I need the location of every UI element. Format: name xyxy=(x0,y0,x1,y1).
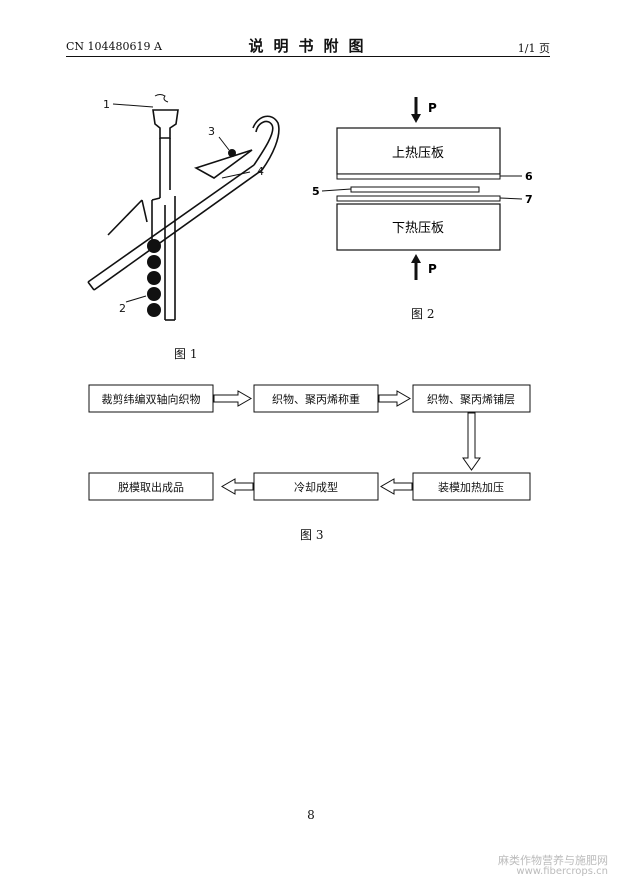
flow-step-1 xyxy=(88,384,214,413)
figure-3-flowchart xyxy=(88,384,531,501)
figure-1-drawing xyxy=(87,94,280,321)
flow-step-5-label: 冷却成型 xyxy=(294,480,338,494)
ball xyxy=(147,239,161,253)
pressure-label-bottom: P xyxy=(428,262,437,276)
left-wall xyxy=(107,199,143,236)
ball xyxy=(147,271,161,285)
figure-2-caption: 图 2 xyxy=(411,307,435,321)
pressure-label-top: P xyxy=(428,101,437,115)
wedge xyxy=(193,149,253,179)
flow-arrow-3-4 xyxy=(462,412,481,471)
watermark-url: www.fibercrops.cn xyxy=(516,866,608,877)
page-number: 8 xyxy=(307,808,315,822)
leader-line-5 xyxy=(321,188,352,192)
hook-outer xyxy=(253,120,274,166)
flow-arrow-2-3 xyxy=(378,390,412,407)
fig2-label-6: 6 xyxy=(525,170,533,183)
flow-step-5 xyxy=(253,472,379,501)
upper-plate-label: 上热压板 xyxy=(392,146,444,161)
ball-3 xyxy=(228,149,236,157)
flow-step-4 xyxy=(412,472,531,501)
curl-mark xyxy=(154,94,169,103)
fig2-label-5: 5 xyxy=(312,185,320,198)
flow-step-6 xyxy=(88,472,214,501)
fig1-label-3: 3 xyxy=(208,125,215,138)
flow-step-2-label: 织物、聚丙烯称重 xyxy=(272,392,360,406)
ball xyxy=(147,255,161,269)
leader-line-1 xyxy=(112,103,154,108)
flow-arrow-5-6 xyxy=(220,478,254,495)
watermark-title: 麻类作物营养与施肥网 xyxy=(498,854,608,867)
inclined-plate-bottom xyxy=(93,169,263,291)
pressure-arrow-top-head xyxy=(411,114,421,123)
patent-number: CN 104480619 A xyxy=(66,40,162,53)
lower-plate-label: 下热压板 xyxy=(392,221,444,236)
page-indicator: 1/1 页 xyxy=(517,42,550,55)
leader-line-3 xyxy=(218,136,230,151)
upper-mold-layer xyxy=(336,173,501,180)
inclined-plate-end xyxy=(87,281,95,291)
flow-step-6-label: 脱模取出成品 xyxy=(118,480,184,494)
ball xyxy=(147,287,161,301)
fig1-label-1: 1 xyxy=(103,98,110,111)
figure-3-caption: 图 3 xyxy=(300,528,324,542)
leader-line-7 xyxy=(499,197,523,200)
fig2-label-7: 7 xyxy=(525,193,533,206)
flow-step-3-label: 织物、聚丙烯铺层 xyxy=(427,392,515,406)
feed-funnel xyxy=(152,109,179,139)
left-wall-joint xyxy=(141,199,148,223)
fig1-label-2: 2 xyxy=(119,302,126,315)
column-step xyxy=(151,197,161,201)
flow-step-3 xyxy=(412,384,531,413)
inclined-plate-top xyxy=(87,164,255,283)
flow-arrow-1-2 xyxy=(213,390,253,407)
flow-step-4-label: 装模加热加压 xyxy=(438,481,504,494)
fig1-label-4: 4 xyxy=(257,165,264,178)
page-title: 说明书附图 xyxy=(248,37,374,55)
header-rule xyxy=(66,56,550,57)
figure-1-caption: 图 1 xyxy=(174,347,198,361)
figure-2-drawing: P 上热压板 下热压板 6 7 5 P xyxy=(312,97,533,280)
pressure-arrow-bottom-head xyxy=(411,254,421,263)
lower-hot-plate xyxy=(336,203,501,251)
ball-column xyxy=(147,149,236,317)
sample-layer xyxy=(350,186,480,193)
flow-step-1-label: 裁剪纬编双轴向织物 xyxy=(102,392,201,406)
leader-line-4 xyxy=(221,171,251,179)
ball xyxy=(147,303,161,317)
hook-inner xyxy=(252,115,280,171)
lower-mold-layer xyxy=(336,195,501,202)
flow-step-2 xyxy=(253,384,379,413)
flow-arrow-4-5 xyxy=(379,478,413,495)
leader-line-2 xyxy=(125,295,147,303)
